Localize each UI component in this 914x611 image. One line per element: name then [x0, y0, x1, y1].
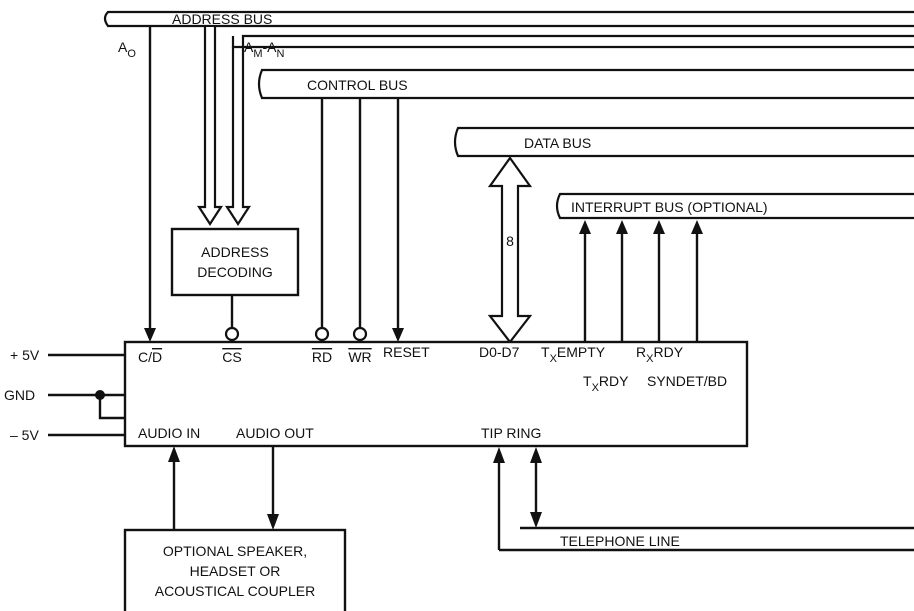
control-bus-label: CONTROL BUS: [307, 77, 408, 93]
data-bidirectional-arrow: [487, 156, 533, 344]
interrupt-bus: INTERRUPT BUS (OPTIONAL): [555, 192, 914, 220]
decoder-line1: ADDRESS: [201, 244, 269, 260]
pin-syndet: SYNDET/BD: [647, 373, 727, 389]
minus-5v-label: – 5V: [10, 427, 39, 443]
pin-audio-out: AUDIO OUT: [236, 425, 314, 441]
pin-txempty: TXEMPTY: [541, 344, 606, 365]
decoder-line2: DECODING: [197, 264, 272, 280]
address-decoding-box: ADDRESS DECODING: [170, 227, 300, 297]
speaker-box: OPTIONAL SPEAKER, HEADSET OR ACOUSTICAL …: [123, 528, 347, 611]
pin-cd: C/D: [138, 349, 162, 365]
ring-arrowhead-down: [530, 512, 542, 528]
pin-reset: RESET: [383, 344, 430, 360]
pin-cs: CS: [222, 349, 241, 365]
plus-5v-label: + 5V: [10, 347, 40, 363]
power-supply: + 5V GND – 5V: [4, 347, 125, 443]
reset-arrowhead: [392, 328, 404, 342]
address-bus: ADDRESS BUS: [103, 10, 914, 28]
audio-in-arrowhead: [168, 446, 180, 462]
a0-arrowhead: [144, 328, 156, 342]
gnd-junction: [95, 390, 105, 400]
pin-d0-d7: D0-D7: [479, 344, 520, 360]
a0-label: AO: [118, 39, 136, 60]
pin-audio-in: AUDIO IN: [138, 425, 200, 441]
rd-bubble: [314, 326, 330, 342]
data-bus-label: DATA BUS: [524, 135, 591, 151]
gnd-label: GND: [4, 387, 35, 403]
telephone-line: TELEPHONE LINE: [499, 526, 914, 552]
ring-arrowhead-up: [530, 447, 542, 463]
data-bus: DATA BUS: [453, 126, 914, 158]
speaker-line1: OPTIONAL SPEAKER,: [163, 543, 307, 559]
address-line-labels: AO AM-AN: [118, 39, 285, 60]
pin-txrdy: TXRDY: [583, 373, 629, 394]
pin-rxrdy: RXRDY: [636, 344, 684, 365]
am-an-label: AM-AN: [244, 39, 285, 60]
address-bus-label: ADDRESS BUS: [172, 11, 272, 27]
modem-chip-box: C/D CS RD WR RESET D0-D7 TXEMPTY RXRDY T…: [123, 340, 749, 448]
audio-out-arrowhead: [267, 514, 279, 530]
speaker-line2: HEADSET OR: [190, 563, 281, 579]
speaker-line3: ACOUSTICAL COUPLER: [155, 583, 316, 599]
tip-arrowhead: [493, 447, 505, 463]
interrupt-lines: [579, 220, 703, 342]
am-an-bus: [231, 34, 914, 49]
telephone-line-label: TELEPHONE LINE: [560, 533, 680, 549]
wr-bubble: [352, 326, 368, 342]
pin-tip-ring: TIP RING: [481, 425, 541, 441]
address-to-decoder-arrows: [196, 27, 252, 227]
data-width-label: 8: [506, 233, 514, 249]
control-bus: CONTROL BUS: [257, 68, 914, 100]
pin-rd: RD: [312, 349, 332, 365]
cs-bubble: [224, 326, 240, 342]
interrupt-bus-label: INTERRUPT BUS (OPTIONAL): [571, 199, 768, 215]
pin-wr: WR: [348, 349, 371, 365]
